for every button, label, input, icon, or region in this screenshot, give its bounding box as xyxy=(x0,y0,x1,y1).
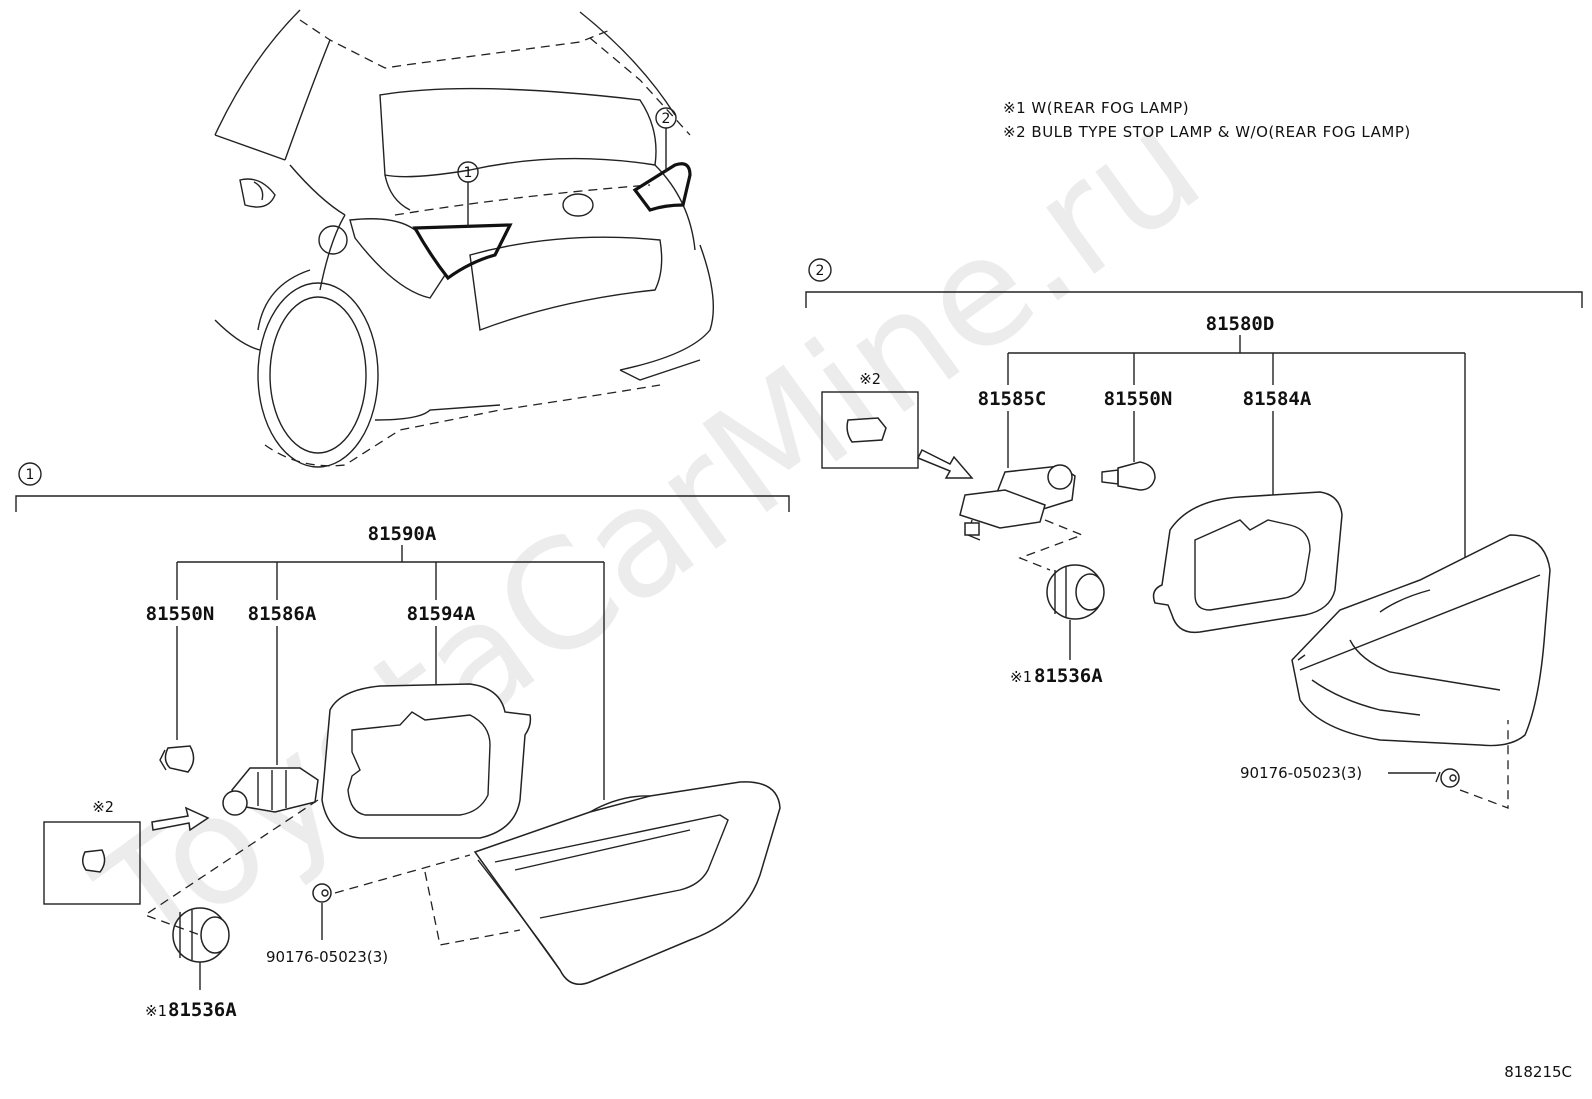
gasket-81594A xyxy=(321,683,532,839)
callout-circle xyxy=(457,161,479,183)
socket-81585C xyxy=(959,464,1076,541)
callout-number: 2 xyxy=(662,111,671,127)
note-2: ※2 BULB TYPE STOP LAMP & W/O(REAR FOG LA… xyxy=(1003,123,1411,141)
bulb-box-frame xyxy=(43,821,141,905)
fog-mark: ※1 xyxy=(145,1002,167,1020)
lamp-housing-81590A xyxy=(473,781,781,985)
assembly-label-81590A: 81590A xyxy=(368,523,437,545)
part-label-fog: 81536A xyxy=(1034,665,1103,687)
part-label-bulb: 81550N xyxy=(146,603,215,625)
part-label-bulb: 81550N xyxy=(1104,388,1173,410)
assembly-label-81580D: 81580D xyxy=(1206,313,1275,335)
small-bulb xyxy=(846,417,887,443)
part-label-screw: 90176-05023(3) xyxy=(1240,764,1362,782)
bulb-box-mark: ※2 xyxy=(92,798,114,816)
bulb-box-alt: ※2 xyxy=(821,370,919,469)
bulb-box-alt: ※2 xyxy=(43,798,141,905)
screw-90176 xyxy=(312,883,332,903)
notes-legend: ※1 W(REAR FOG LAMP) ※2 BULB TYPE STOP LA… xyxy=(1003,99,1411,141)
group-2-marker: 2 xyxy=(816,263,825,279)
bulb-box-frame xyxy=(821,391,919,469)
part-label-socket: 81585C xyxy=(978,388,1047,410)
group-1-marker: 1 xyxy=(26,467,35,483)
bulb-81550N xyxy=(1101,461,1156,491)
lamp-housing-81580D xyxy=(1291,534,1551,747)
part-label-socket: 81586A xyxy=(248,603,317,625)
group-1: 1 81590A 81550N 81586A 81594A xyxy=(15,462,790,1021)
fog-socket-81536A xyxy=(1046,564,1105,620)
car-rear-illustration xyxy=(214,9,714,468)
screw-90176 xyxy=(1435,768,1460,788)
arrow-indicator xyxy=(916,448,974,479)
part-label-gasket: 81594A xyxy=(407,603,476,625)
group-2: 2 81580D 81585C 81550N 81584A ※2 xyxy=(805,258,1583,809)
callout-number: 1 xyxy=(464,165,473,181)
bulb-box-mark: ※2 xyxy=(859,370,881,388)
small-bulb xyxy=(82,849,106,873)
callout-circle xyxy=(655,107,677,129)
car-callout-1: 1 xyxy=(457,161,479,183)
part-label-gasket: 81584A xyxy=(1243,388,1312,410)
gasket-81584A xyxy=(1152,491,1343,634)
arrow-indicator xyxy=(151,806,210,832)
group-1-marker-circle xyxy=(18,462,42,486)
part-label-fog: 81536A xyxy=(168,999,237,1021)
part-label-screw: 90176-05023(3) xyxy=(266,948,388,966)
bulb-81550N xyxy=(159,745,195,773)
socket-81586A xyxy=(222,767,319,816)
note-1: ※1 W(REAR FOG LAMP) xyxy=(1003,99,1189,117)
diagram-reference-code: 818215C xyxy=(1504,1063,1572,1081)
group-2-marker-circle xyxy=(808,258,832,282)
fog-mark: ※1 xyxy=(1010,668,1032,686)
car-callout-2: 2 xyxy=(655,107,677,129)
